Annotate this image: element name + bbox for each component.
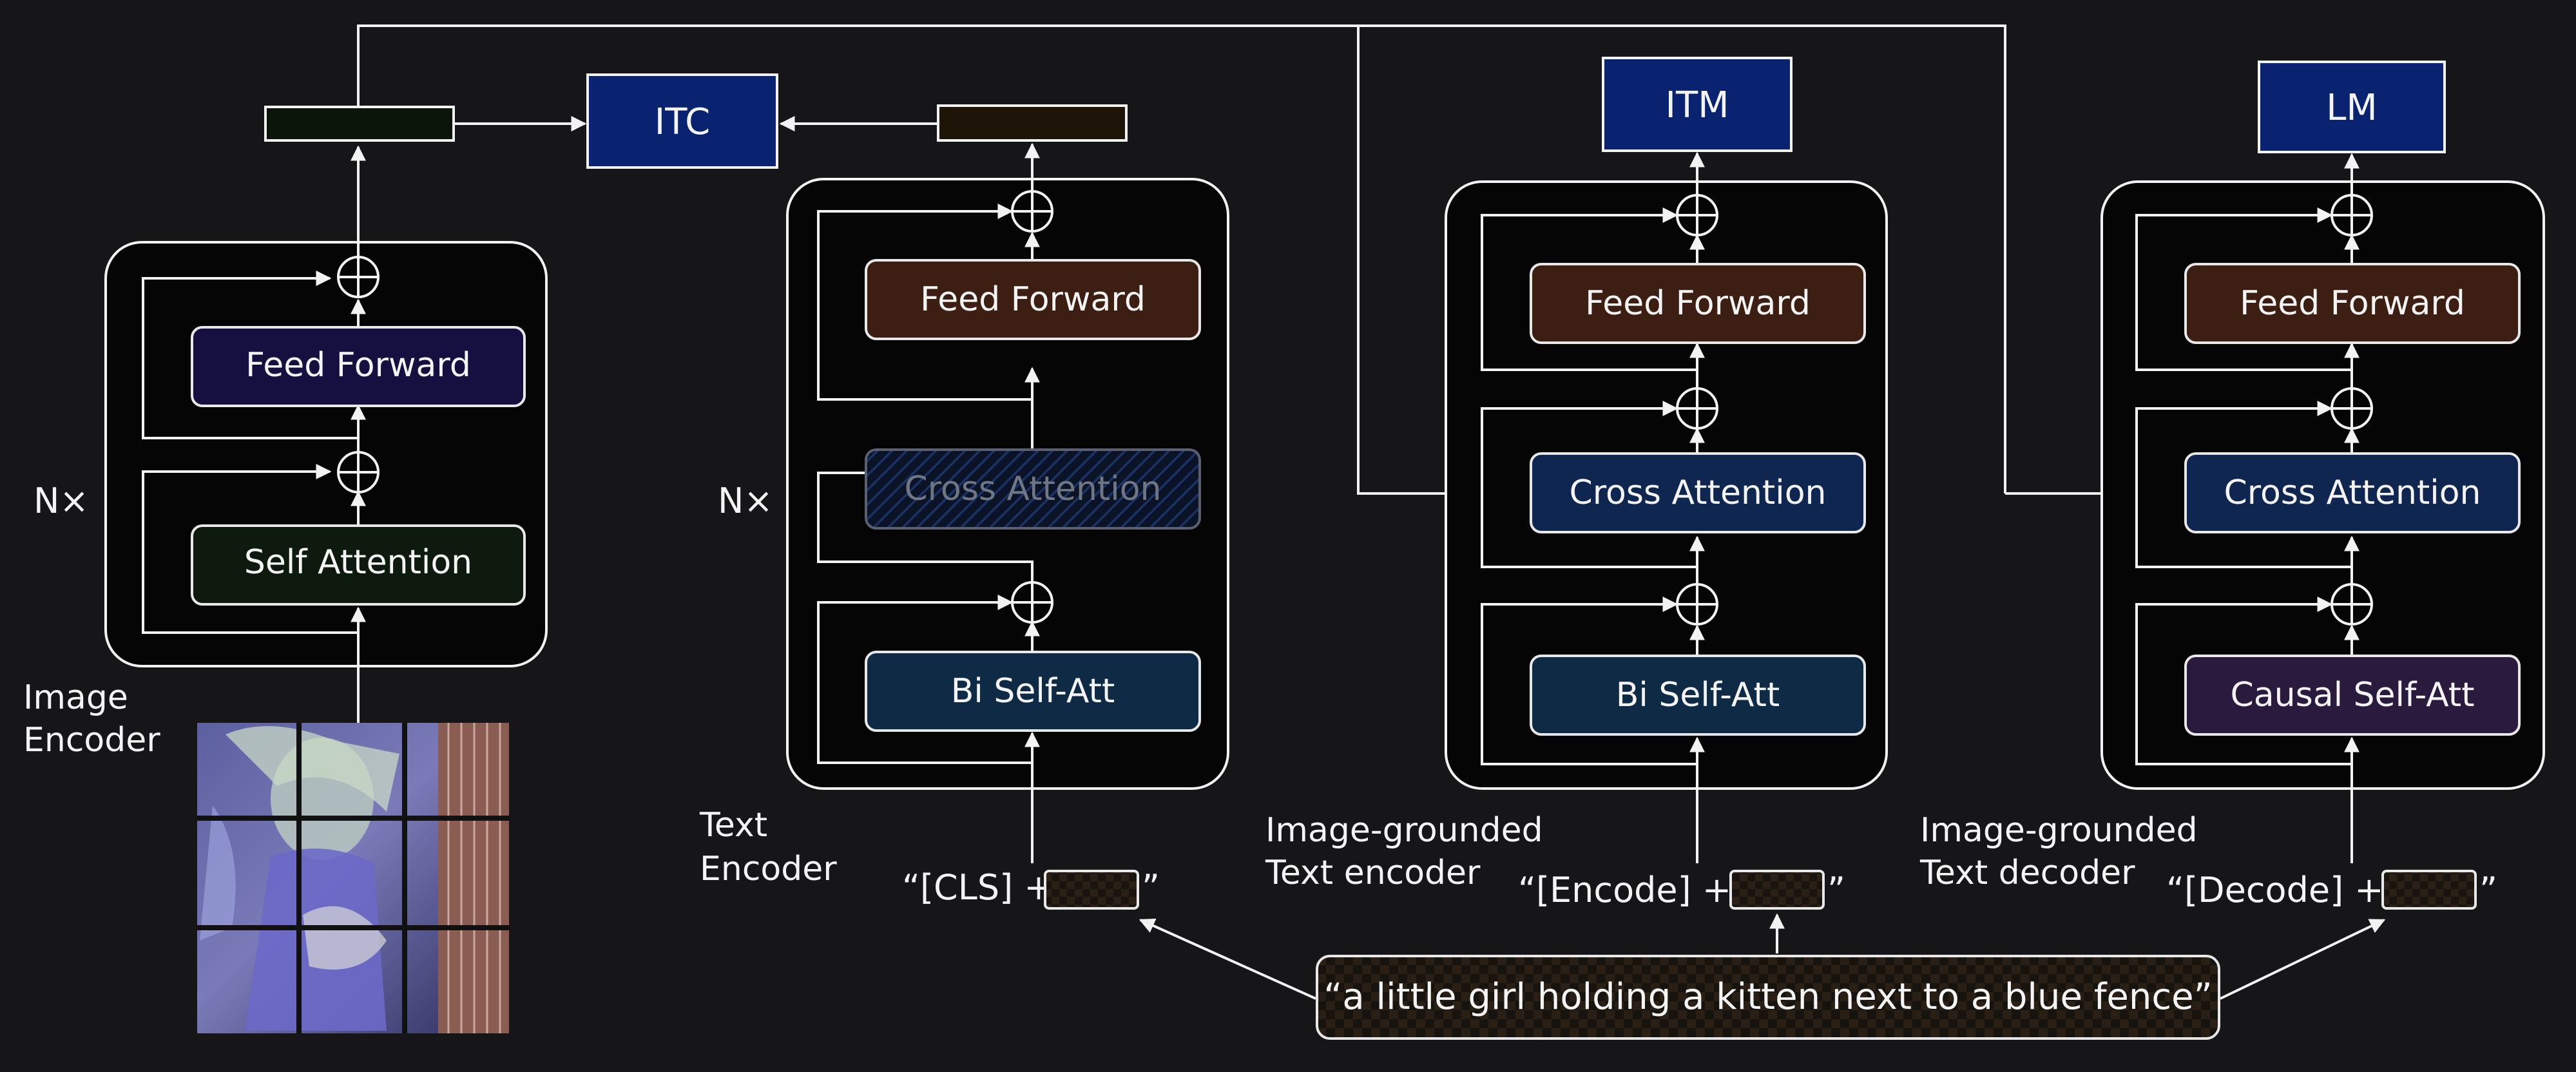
bi-self-att-block xyxy=(865,651,1201,732)
text-encoder: Bi Self-Att Cross Attention Feed Forward… xyxy=(699,104,1229,910)
cross-attention-block-disabled xyxy=(865,448,1201,530)
lm-label: LM xyxy=(2326,87,2378,129)
residual-connection xyxy=(142,464,358,634)
residual-connection xyxy=(1481,207,1697,371)
cross-attention-block xyxy=(1530,452,1866,533)
image-encoder: Self Attention Feed Forward N× Image Enc… xyxy=(23,106,548,1033)
caption-box xyxy=(1316,955,2220,1040)
add-icon xyxy=(337,256,380,298)
residual-connection xyxy=(1481,597,1697,765)
itm-head xyxy=(1602,57,1793,152)
feed-forward-label: Feed Forward xyxy=(1585,284,1811,323)
image-encoder-label-line2: Encoder xyxy=(23,721,160,760)
feed-forward-label: Feed Forward xyxy=(245,346,471,385)
residual-connection xyxy=(1481,401,1697,568)
cross-attention-label: Cross Attention xyxy=(2224,474,2481,512)
caption-to-cls-arrow xyxy=(1139,918,1316,1000)
self-attention-block xyxy=(191,524,526,606)
add-icon xyxy=(1676,387,1718,430)
grounded-decoder-label-line2: Text decoder xyxy=(1919,854,2135,892)
itc-head xyxy=(586,73,778,169)
image-grounded-text-encoder: Bi Self-Att Cross Attention Feed Forward… xyxy=(1265,57,1888,910)
bi-self-att-label: Bi Self-Att xyxy=(1616,676,1780,714)
feed-forward-block xyxy=(865,259,1201,340)
cross-attention-label-disabled: Cross Attention xyxy=(904,470,1161,508)
self-attention-label: Self Attention xyxy=(244,543,472,582)
residual-connection xyxy=(817,204,1032,401)
feed-forward-block xyxy=(1530,263,1866,344)
image-encoder-label-line1: Image xyxy=(23,678,128,717)
text-encoder-label-line2: Encoder xyxy=(700,850,837,888)
close-quote: ” xyxy=(2479,870,2497,910)
add-icon xyxy=(2331,583,2373,626)
image-grounded-text-decoder: Causal Self-Att Cross Attention Feed For… xyxy=(1919,61,2545,910)
add-icon xyxy=(337,451,380,493)
residual-connection xyxy=(142,271,358,439)
cls-token-label: “[CLS] + xyxy=(902,867,1053,908)
feed-forward-label: Feed Forward xyxy=(920,280,1146,319)
text-encoder-label-line1: Text xyxy=(699,806,767,845)
residual-connection xyxy=(2135,207,2352,371)
grounded-encoder-label-line2: Text encoder xyxy=(1265,854,1481,892)
bi-self-att-label: Bi Self-Att xyxy=(951,672,1115,711)
image-embedding xyxy=(264,106,455,142)
add-icon xyxy=(2331,387,2373,430)
cross-attention-block xyxy=(2184,452,2521,533)
text-token-placeholder xyxy=(1044,870,1139,910)
n-times-label: N× xyxy=(718,481,773,521)
grounded-decoder-label-line1: Image-grounded xyxy=(1920,811,2198,850)
text-token-placeholder xyxy=(2381,870,2477,910)
residual-connection xyxy=(817,595,1032,764)
feed-forward-block xyxy=(2184,263,2521,344)
itc-label: ITC xyxy=(655,101,711,143)
input-image xyxy=(197,723,509,1033)
add-icon xyxy=(1011,190,1053,233)
add-icon xyxy=(1676,583,1718,626)
close-quote: ” xyxy=(1827,870,1845,910)
decode-token-label: “[Decode] + xyxy=(2166,870,2384,910)
image-feature-bus xyxy=(357,24,2006,493)
residual-connection xyxy=(2135,401,2352,568)
connector-lines xyxy=(357,24,2386,1000)
encode-token-label: “[Encode] + xyxy=(1518,870,1731,910)
causal-self-att-block xyxy=(2184,655,2521,736)
text-embedding xyxy=(937,104,1128,142)
add-icon xyxy=(1011,581,1053,624)
itm-label: ITM xyxy=(1665,84,1729,126)
causal-self-att-label: Causal Self-Att xyxy=(2230,676,2474,714)
add-icon xyxy=(2331,194,2373,236)
grounded-encoder-label-line1: Image-grounded xyxy=(1265,811,1543,850)
caption-text: “a little girl holding a kitten next to … xyxy=(1323,976,2212,1018)
bi-self-att-block xyxy=(1530,655,1866,736)
residual-connection xyxy=(2135,597,2352,765)
feed-forward-label: Feed Forward xyxy=(2240,284,2465,323)
cross-attention-label: Cross Attention xyxy=(1569,474,1826,512)
add-icon xyxy=(1676,194,1718,236)
lm-head xyxy=(2258,61,2446,153)
n-times-label: N× xyxy=(34,481,89,521)
text-token-placeholder xyxy=(1729,870,1825,910)
feed-forward-block xyxy=(191,326,526,407)
close-quote: ” xyxy=(1142,867,1160,908)
caption-to-decode-arrow xyxy=(2220,919,2386,1000)
